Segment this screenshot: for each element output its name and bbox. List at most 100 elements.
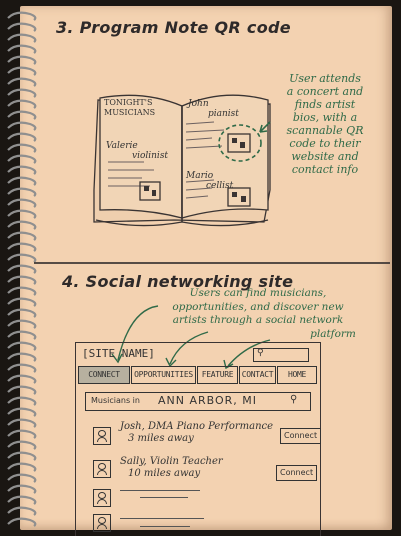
nav-connect[interactable]: CONNECT (78, 366, 130, 384)
location-value: ANN ARBOR, MI (158, 394, 258, 407)
connect-button[interactable]: Connect (276, 465, 318, 481)
person-1-distance: 3 miles away (128, 433, 194, 444)
note-line: scannable QR (286, 124, 364, 137)
spiral-coil (7, 308, 37, 318)
spiral-coil (7, 385, 37, 395)
spiral-binding (7, 11, 37, 527)
note-line: bios, with a (292, 111, 358, 124)
spiral-coil (7, 121, 37, 131)
note-line: Users can find musicians, (189, 287, 327, 299)
location-pin-icon: ⚲ (290, 394, 298, 405)
spiral-coil (7, 297, 37, 307)
spiral-coil (7, 374, 37, 384)
spiral-coil (7, 209, 37, 219)
spiral-coil (7, 231, 37, 241)
spiral-coil (7, 143, 37, 153)
search-box[interactable]: ⚲ (253, 348, 309, 362)
spiral-coil (7, 286, 37, 296)
note-line: contact info (291, 163, 359, 176)
book-title-line2: MUSICIANS (104, 108, 156, 117)
program-book-sketch (93, 94, 271, 227)
annotation-arrows (111, 305, 271, 370)
spiral-coil (7, 187, 37, 197)
site-name: [SITE NAME] (82, 347, 155, 360)
note-line: finds artist (294, 98, 356, 111)
spiral-coil (7, 154, 37, 164)
book-role-violinist: violinist (132, 151, 169, 161)
spiral-coil (7, 341, 37, 351)
spiral-coil (7, 242, 37, 252)
spiral-coil (7, 11, 37, 21)
spiral-coil (7, 319, 37, 329)
notebook-page (20, 6, 392, 530)
spiral-coil (7, 363, 37, 373)
book-name-valerie: Valerie (106, 141, 138, 151)
spiral-coil (7, 462, 37, 472)
spiral-coil (7, 253, 37, 263)
avatar (93, 460, 111, 478)
spiral-coil (7, 451, 37, 461)
spiral-coil (7, 330, 37, 340)
spiral-coil (7, 517, 37, 527)
nav-feature[interactable]: FEATURE (197, 366, 238, 384)
section4-annotation: Users can find musicians, opportunities,… (128, 287, 388, 341)
spiral-coil (7, 429, 37, 439)
spiral-coil (7, 110, 37, 120)
location-bar[interactable]: Musicians in ANN ARBOR, MI ⚲ (85, 392, 311, 411)
avatar (93, 489, 111, 507)
spiral-coil (7, 88, 37, 98)
nav-opportunities[interactable]: OPPORTUNITIES (131, 366, 196, 384)
note-line: code to their (289, 137, 361, 150)
spiral-coil (7, 418, 37, 428)
spiral-coil (7, 55, 37, 65)
note-line: User attends (289, 72, 361, 85)
nav-home[interactable]: HOME (277, 366, 317, 384)
avatar (93, 514, 111, 532)
spiral-coil (7, 220, 37, 230)
spiral-coil (7, 44, 37, 54)
location-prefix: Musicians in (91, 396, 140, 405)
book-name-john: John (188, 99, 209, 109)
nav-contact[interactable]: CONTACT (239, 366, 276, 384)
person-2-distance: 10 miles away (128, 468, 201, 479)
spiral-coil (7, 440, 37, 450)
placeholder-line (120, 518, 204, 519)
spiral-coil (7, 66, 37, 76)
placeholder-line (140, 497, 188, 498)
spiral-coil (7, 275, 37, 285)
spiral-coil (7, 176, 37, 186)
placeholder-line (140, 526, 190, 527)
spiral-coil (7, 484, 37, 494)
section3-annotation: User attends a concert and finds artist … (270, 72, 380, 176)
spiral-coil (7, 198, 37, 208)
person-2-title: Sally, Violin Teacher (120, 456, 223, 467)
spiral-coil (7, 33, 37, 43)
connect-button[interactable]: Connect (280, 428, 322, 444)
note-line: website and (291, 150, 359, 163)
spiral-coil (7, 132, 37, 142)
spiral-coil (7, 264, 37, 274)
spiral-coil (7, 99, 37, 109)
spiral-coil (7, 77, 37, 87)
spiral-coil (7, 506, 37, 516)
section3-heading: 3. Program Note QR code (56, 18, 291, 37)
book-role-pianist: pianist (208, 109, 239, 119)
book-title-line1: TONIGHT'S (104, 98, 153, 107)
spiral-coil (7, 407, 37, 417)
spiral-coil (7, 22, 37, 32)
note-line: platform (310, 327, 356, 340)
book-name-mario: Mario (186, 171, 214, 181)
note-line: opportunities, and discover new (172, 300, 344, 313)
section4-heading: 4. Social networking site (62, 272, 294, 291)
spiral-coil (7, 495, 37, 505)
section-divider (34, 262, 390, 264)
note-line: a concert and (286, 85, 364, 98)
search-icon: ⚲ (257, 348, 264, 358)
placeholder-line (120, 490, 200, 491)
avatar (93, 427, 111, 445)
spiral-coil (7, 473, 37, 483)
spiral-coil (7, 396, 37, 406)
spiral-coil (7, 165, 37, 175)
person-1-title: Josh, DMA Piano Performance (120, 421, 274, 432)
note-line: artists through a social network (172, 314, 344, 326)
